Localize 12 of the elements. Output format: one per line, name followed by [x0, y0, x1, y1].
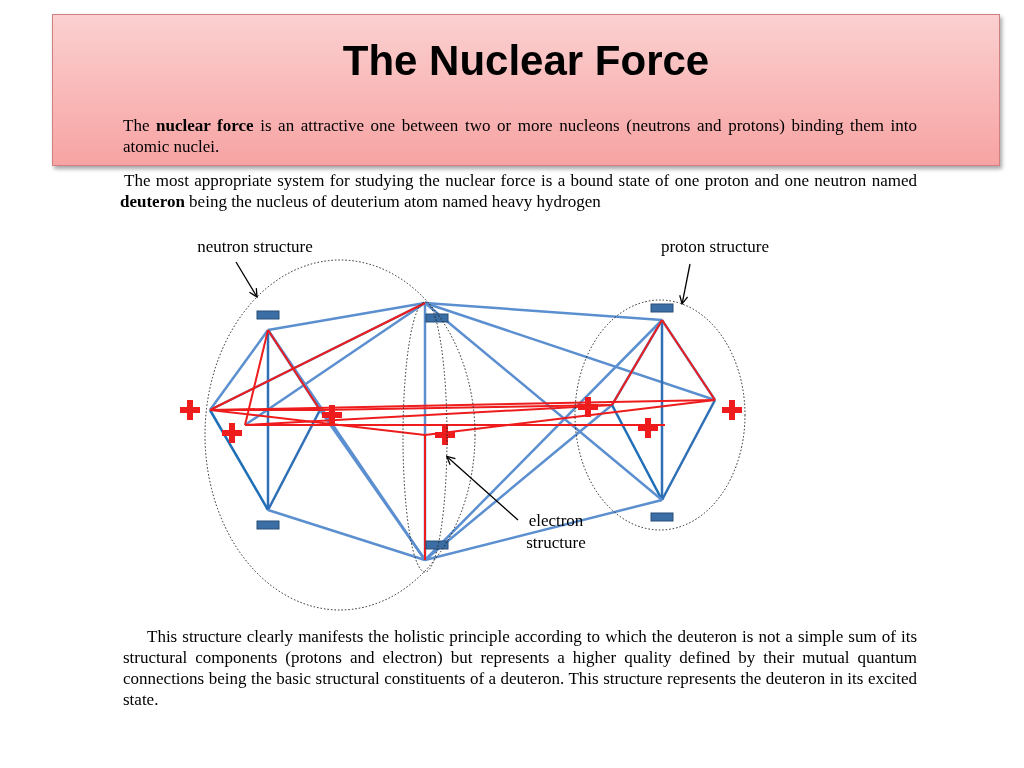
leader-line — [679, 263, 691, 305]
paragraph: This structure clearly manifests the holistic principle according to which the deuteron is not a simple sum of its structural components (protons and electron) but represents a higher quality defined by their mutual quantum connections being the basic structural constituents of a deuteron. This structure represents the deuteron in its excited state. — [123, 626, 917, 710]
structure-ellipse — [204, 259, 476, 611]
callout-label: neutron structure — [180, 236, 330, 258]
paragraph: The most appropriate system for studying the nuclear force is a bound state of one proton and one neutron named deuteron being the nucleus of deuterium atom named heavy hydrogen — [120, 170, 917, 212]
paragraph: The nuclear force is an attractive one between two or more nucleons (neutrons and protons) binding them into atomic nuclei. — [123, 115, 917, 157]
structure-ellipse — [402, 301, 448, 573]
leader-line — [235, 261, 258, 298]
leader-line — [446, 455, 519, 521]
callout-label: electron structure — [512, 510, 600, 554]
slide-title: The Nuclear Force — [341, 37, 711, 85]
callout-label: proton structure — [645, 236, 785, 258]
